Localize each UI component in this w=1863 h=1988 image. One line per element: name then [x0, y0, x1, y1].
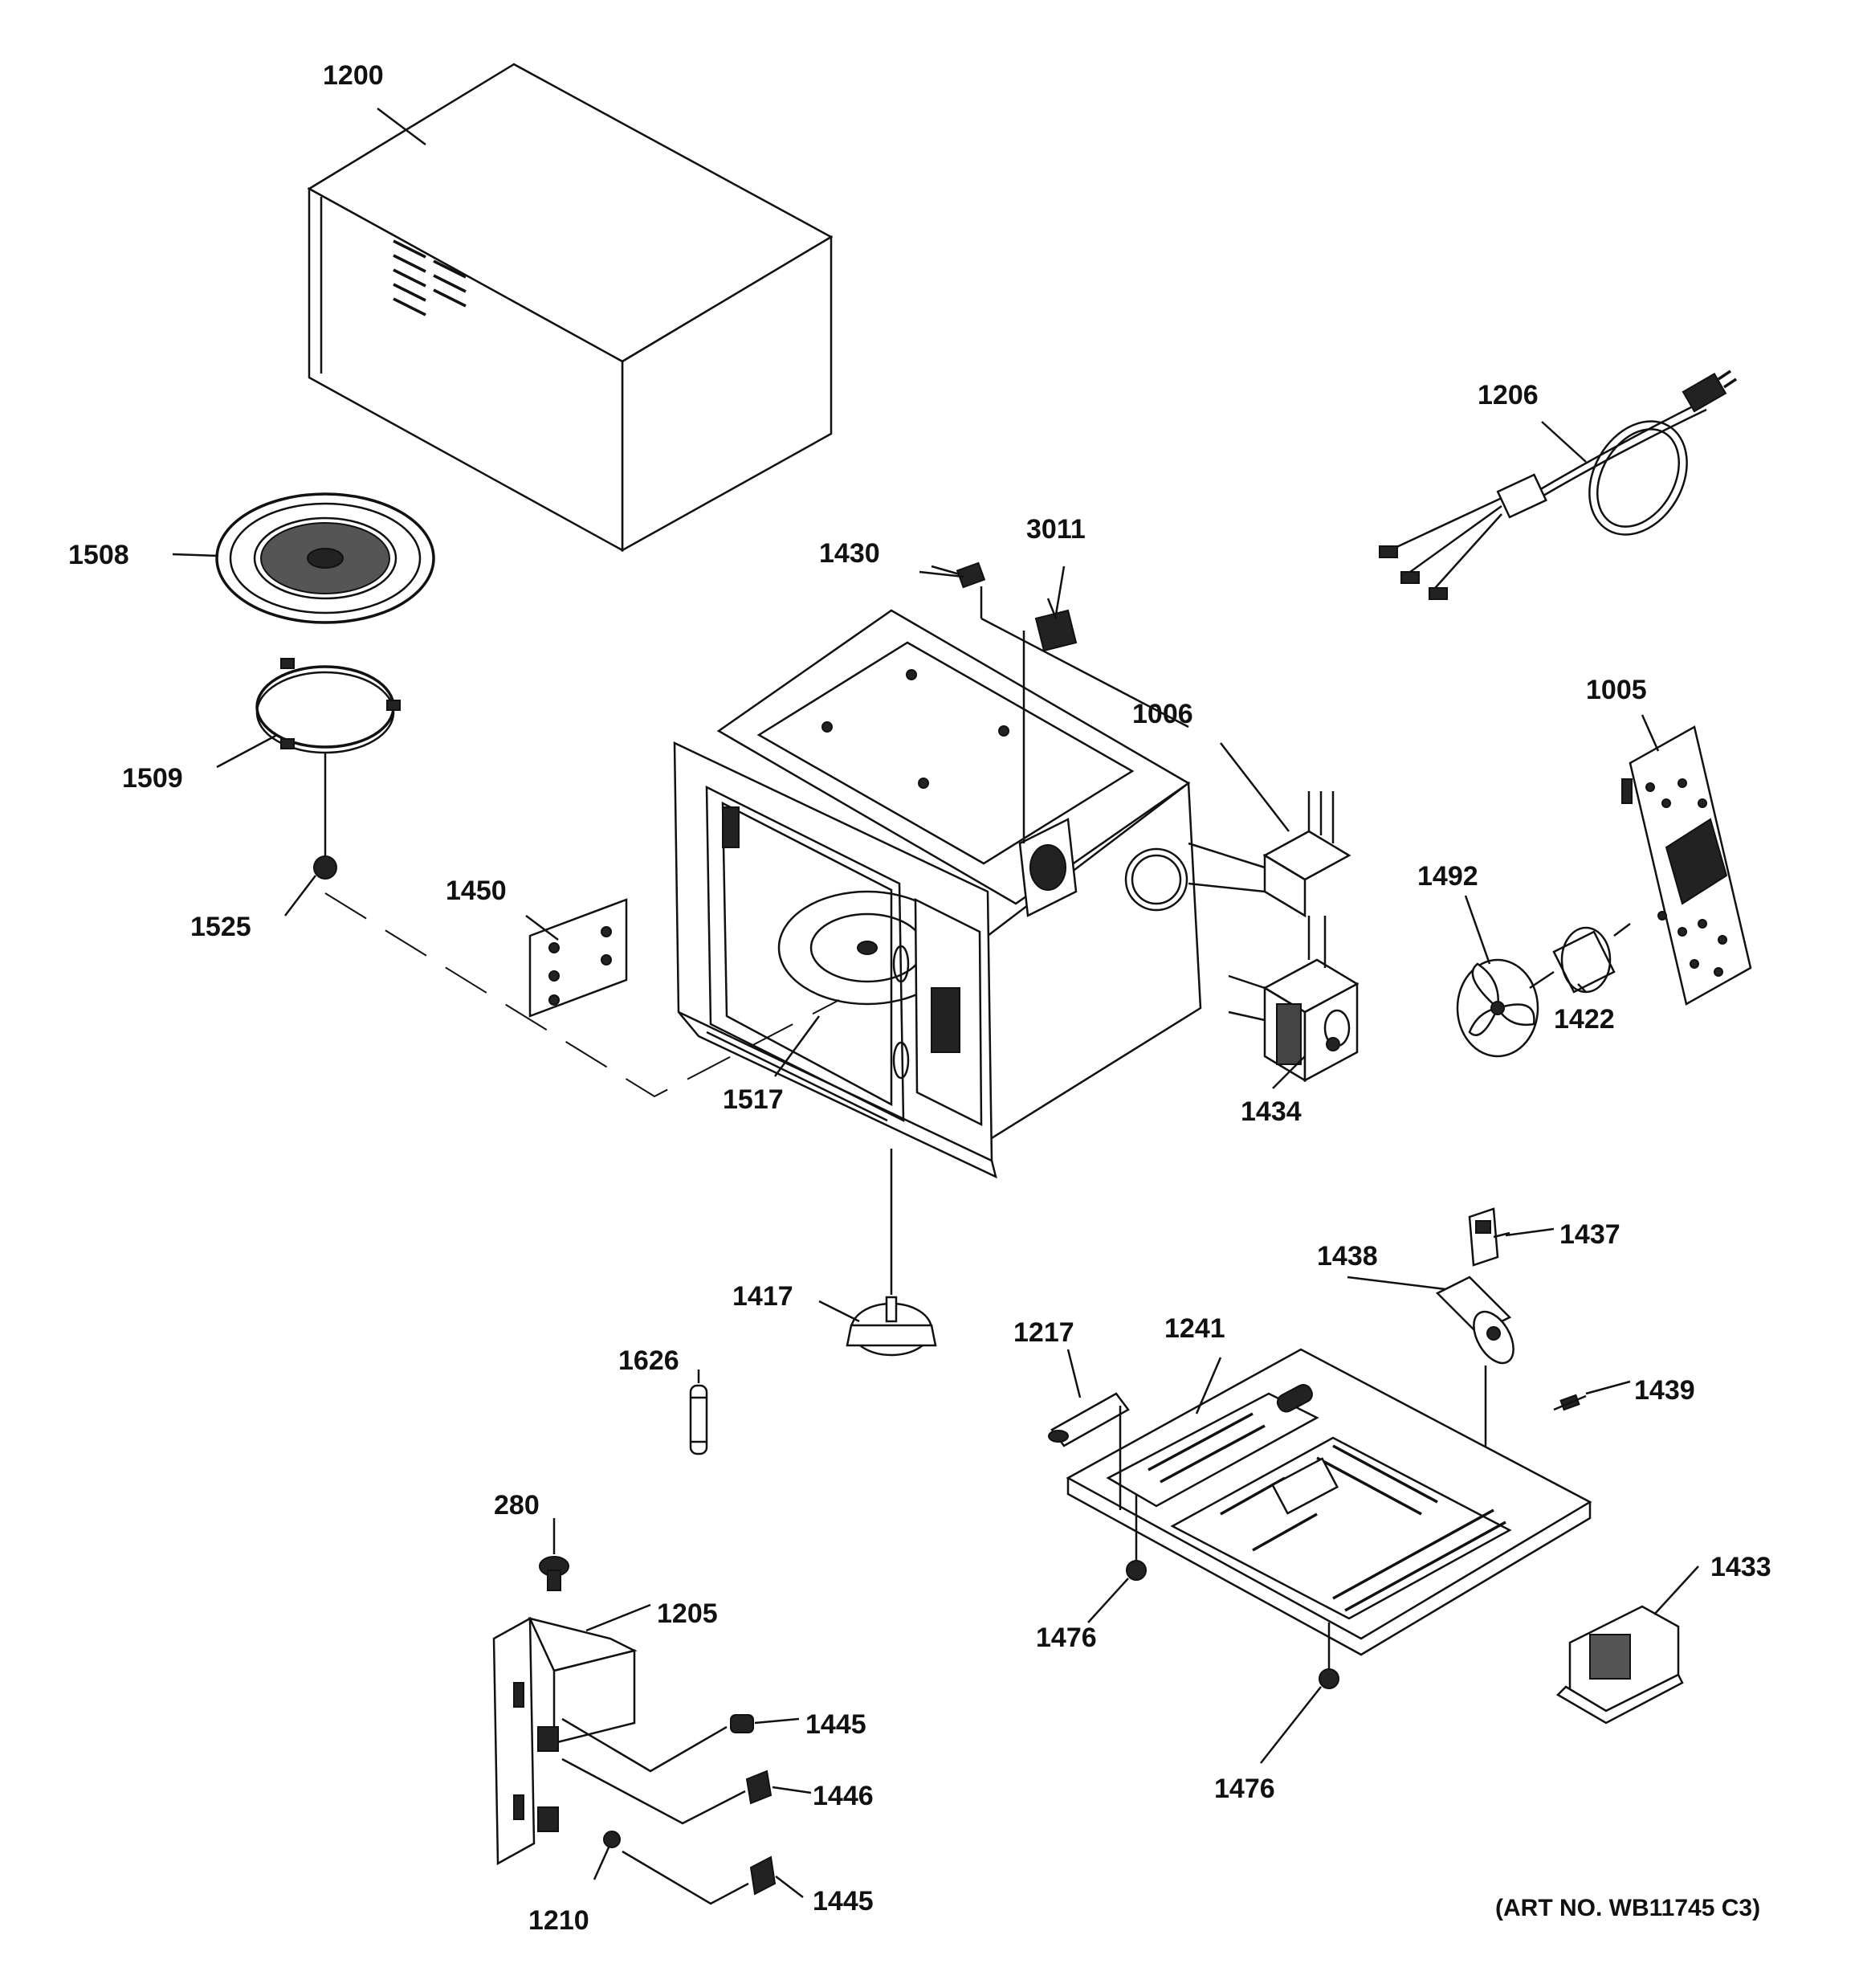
latch-board-part — [492, 1616, 638, 1866]
label-280: 280 — [494, 1490, 540, 1521]
switch-screw-part — [603, 1831, 621, 1848]
label-1437: 1437 — [1559, 1219, 1620, 1250]
fan-motor-part — [1529, 923, 1631, 994]
coupler-part — [313, 753, 337, 880]
turntable-tray-part — [215, 492, 435, 624]
label-1430: 1430 — [819, 538, 880, 569]
label-1422: 1422 — [1554, 1004, 1615, 1035]
label-1200: 1200 — [323, 60, 384, 91]
label-1005: 1005 — [1586, 675, 1647, 705]
label-1445-upper: 1445 — [805, 1709, 866, 1740]
label-1206: 1206 — [1478, 380, 1539, 410]
magnetron-part — [1228, 916, 1360, 1083]
label-1450: 1450 — [446, 876, 507, 906]
art-number: (ART NO. WB11745 C3) — [1495, 1895, 1760, 1921]
fuse-part — [689, 1384, 708, 1455]
waveguide-cover-part — [528, 898, 628, 1018]
interlock-switch-b-part — [622, 1850, 777, 1905]
label-1434: 1434 — [1241, 1096, 1302, 1127]
label-1205: 1205 — [657, 1598, 718, 1629]
capacitor-part — [1435, 1276, 1514, 1502]
label-1445-lower: 1445 — [813, 1886, 874, 1917]
label-1476-front: 1476 — [1036, 1623, 1097, 1653]
diode-bracket-part — [1468, 1207, 1510, 1267]
foot-front-part — [1126, 1494, 1147, 1581]
label-1508: 1508 — [68, 540, 129, 570]
label-1439: 1439 — [1634, 1375, 1695, 1406]
label-1438: 1438 — [1317, 1241, 1378, 1272]
label-1433: 1433 — [1710, 1552, 1771, 1582]
base-plate-part — [1066, 1348, 1592, 1656]
monitor-switch-part — [561, 1757, 773, 1825]
label-1217: 1217 — [1013, 1317, 1074, 1348]
label-3011: 3011 — [1026, 514, 1086, 545]
leader-lines — [172, 108, 1699, 1898]
sensor-part — [1034, 598, 1078, 652]
label-1476-rear: 1476 — [1214, 1774, 1275, 1804]
roller-ring-part — [255, 658, 401, 754]
transformer-part — [1555, 1605, 1684, 1725]
assembly-path — [324, 892, 840, 1098]
label-1509: 1509 — [122, 763, 183, 794]
latch-button-part — [539, 1556, 569, 1591]
base-bracket-part — [1048, 1392, 1130, 1510]
magnetron-bracket-part — [1188, 791, 1351, 918]
fan-shroud-part — [1621, 725, 1752, 1006]
label-1417: 1417 — [732, 1281, 793, 1312]
power-cord-part — [1379, 369, 1737, 600]
fan-blade-part — [1456, 958, 1539, 1058]
diode-part — [1553, 1394, 1587, 1411]
label-1525: 1525 — [190, 912, 251, 942]
label-1006: 1006 — [1132, 699, 1193, 729]
label-1517: 1517 — [723, 1084, 784, 1115]
cavity-assembly — [673, 609, 1202, 1179]
outer-case-part — [307, 63, 834, 553]
label-1626: 1626 — [618, 1345, 679, 1376]
label-1446: 1446 — [813, 1781, 874, 1811]
turntable-motor-part — [846, 1149, 937, 1357]
base-vent-slots — [1148, 1412, 1506, 1612]
label-1492: 1492 — [1417, 861, 1478, 892]
part-labels: 1200 1206 1508 1430 3011 1005 1006 1509 … — [68, 60, 1771, 1936]
case-vent-slots — [393, 239, 467, 316]
thermal-cutout-part — [931, 561, 986, 589]
foot-rear-part — [1319, 1623, 1339, 1689]
label-1241: 1241 — [1164, 1313, 1225, 1344]
interlock-switch-a-part — [561, 1714, 754, 1773]
label-1210: 1210 — [528, 1905, 589, 1936]
